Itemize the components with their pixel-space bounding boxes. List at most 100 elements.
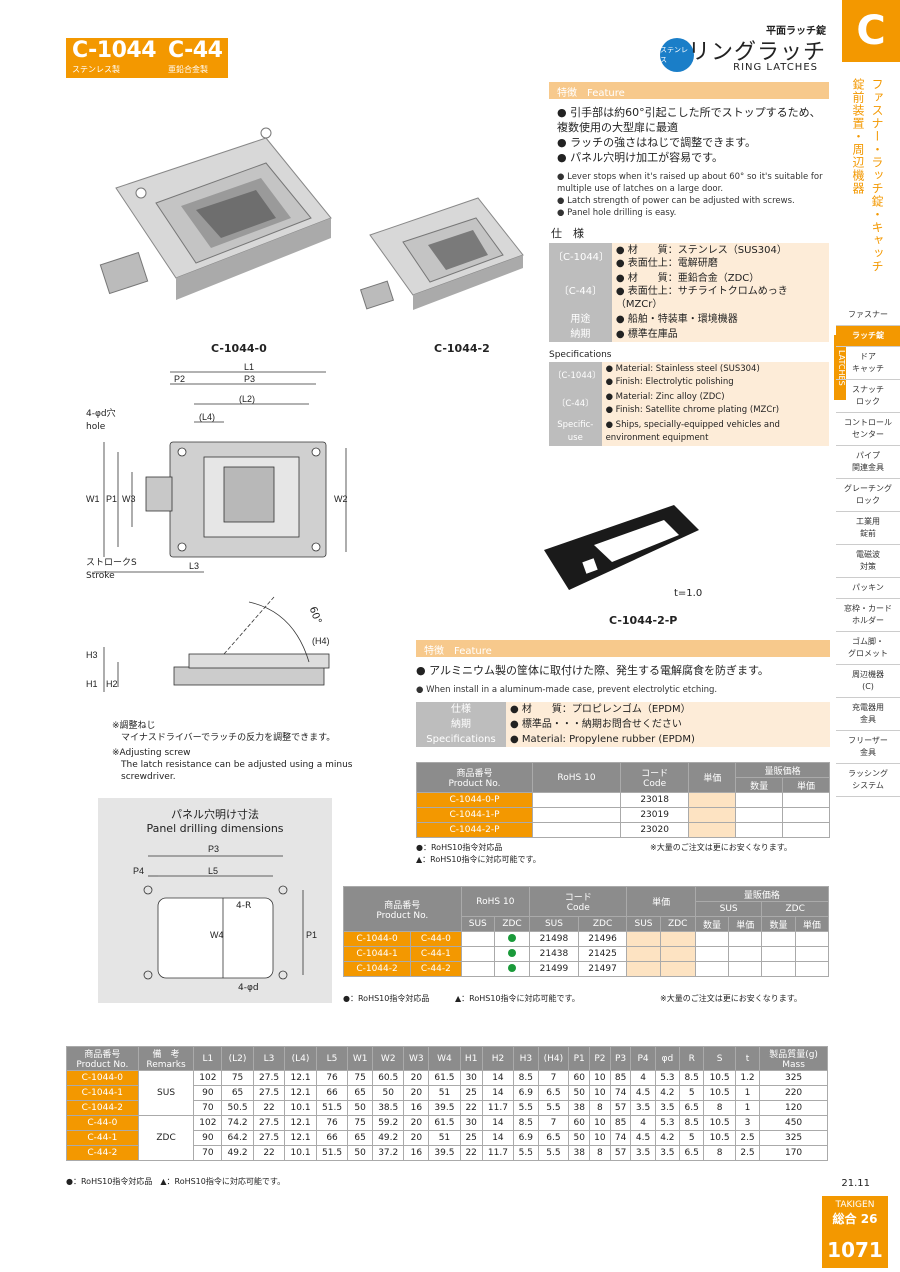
- dim-header: R: [679, 1046, 705, 1071]
- dim-cell: 4.5: [630, 1130, 656, 1146]
- sidebar-item[interactable]: コントロール センター: [836, 413, 900, 446]
- dim-cell: 10.1: [284, 1145, 317, 1161]
- dim-header: t: [734, 1046, 761, 1071]
- page-title-en: RING LATCHES: [733, 62, 818, 73]
- sidebar-item[interactable]: 充電器用 金具: [836, 698, 900, 731]
- dim-cell: 8.5: [679, 1070, 705, 1086]
- brand-box: TAKIGEN 総合 26: [822, 1196, 888, 1232]
- dim-cell: 25: [459, 1085, 483, 1101]
- sidebar-item[interactable]: 電磁波 対策: [836, 545, 900, 578]
- category-label: 平面ラッチ錠: [766, 26, 826, 37]
- hole-label: 4-φd穴 hole: [86, 409, 116, 432]
- sidebar-item[interactable]: グレーチング ロック: [836, 479, 900, 512]
- pad-feature-en: ● When install in a aluminum-made case, …: [416, 685, 718, 695]
- dim-cell: 5.5: [513, 1145, 539, 1161]
- product-no: C-44-1: [410, 946, 462, 962]
- dim-cell: 51.5: [315, 1100, 349, 1116]
- dim-cell: 10: [589, 1130, 611, 1146]
- sidebar-item[interactable]: 周辺機器 (C): [836, 665, 900, 698]
- dim-cell: 7: [537, 1115, 570, 1131]
- dim-cell: 75: [221, 1070, 254, 1086]
- svg-text:P3: P3: [244, 374, 255, 384]
- spec-value: ● Material: Stainless steel (SUS304) ● F…: [601, 362, 829, 390]
- dim-cell: 22: [459, 1100, 483, 1116]
- dim-header: 備 考 Remarks: [137, 1046, 195, 1071]
- dim-cell: 12.1: [284, 1130, 317, 1146]
- dim-cell: 10: [589, 1115, 611, 1131]
- sidebar-item[interactable]: パイプ 関連金具: [836, 446, 900, 479]
- dim-cell: 70: [193, 1145, 223, 1161]
- spec-value: ● 材 質：ステンレス（SUS304） ● 表面仕上：電解研磨: [611, 243, 829, 271]
- dim-cell: 20: [403, 1130, 430, 1146]
- product-no: C-44-1: [66, 1130, 139, 1146]
- sidebar-item[interactable]: ゴム脚・ グロメット: [836, 632, 900, 665]
- sidebar-item[interactable]: スナッチ ロック: [836, 380, 900, 413]
- dim-cell: 10: [589, 1085, 611, 1101]
- rohs-dot-icon: [508, 963, 517, 972]
- svg-text:P1: P1: [106, 494, 117, 504]
- dim-cell: 27.5: [252, 1070, 286, 1086]
- dim-cell: 10.1: [284, 1100, 317, 1116]
- latches-tab[interactable]: LATCHES: [834, 335, 846, 400]
- dim-cell: 60: [568, 1070, 591, 1086]
- sidebar-item[interactable]: 工業用 錠前: [836, 512, 900, 545]
- dim-cell: 8.5: [513, 1070, 539, 1086]
- dim-cell: 25: [459, 1130, 483, 1146]
- svg-text:W3: W3: [122, 494, 136, 504]
- feature-item: ● 引手部は約60°引起こした所でストップするため、複数使用の大型扉に最適: [557, 106, 821, 134]
- dim-header: W3: [403, 1046, 430, 1071]
- dim-header: P4: [630, 1046, 656, 1071]
- sidebar-item[interactable]: ドア キャッチ: [836, 347, 900, 380]
- sidebar-item[interactable]: ファスナー: [836, 305, 900, 326]
- svg-text:H3: H3: [86, 650, 98, 660]
- svg-text:P2: P2: [174, 374, 185, 384]
- sidebar-item[interactable]: 窓枠・カード ホルダー: [836, 599, 900, 632]
- rohs-mark: [493, 931, 531, 947]
- dim-cell: 4: [630, 1115, 656, 1131]
- dim-cell: 14: [481, 1085, 515, 1101]
- code: 23018: [619, 792, 690, 808]
- adjust-note-jp: ※調整ねじ マイナスドライバーでラッチの反力を調整できます。: [112, 721, 336, 743]
- spec-value: ● 材 質：亜鉛合金（ZDC） ● 表面仕上：サチライトクロムめっき（MZCr）: [611, 271, 829, 312]
- col-volume: 量販価格: [694, 886, 830, 902]
- dim-cell: 90: [193, 1085, 223, 1101]
- feature-item: ● ラッチの強さはねじで調整できます。: [557, 136, 756, 149]
- pad-spec-row: 納期● 標準品・・・納期お問合せください: [416, 717, 830, 732]
- dim-cell: 65: [347, 1130, 373, 1146]
- dim-header: L1: [193, 1046, 223, 1071]
- dim-header: P1: [568, 1046, 591, 1071]
- dim-header: φd: [654, 1046, 681, 1071]
- dim-cell: 60.5: [371, 1070, 405, 1086]
- spec-value: ● Material: Propylene rubber (EPDM): [506, 732, 830, 747]
- sidebar-item[interactable]: ラッチ錠: [836, 326, 900, 347]
- dim-cell: 3: [734, 1115, 761, 1131]
- dim-cell: 74: [609, 1085, 632, 1101]
- sidebar-item[interactable]: フリーザー 金具: [836, 731, 900, 764]
- dim-cell: 65: [221, 1085, 254, 1101]
- dim-cell: 102: [193, 1070, 223, 1086]
- pad-spec-row: Specifications● Material: Propylene rubb…: [416, 732, 830, 747]
- dim-cell: 61.5: [428, 1070, 461, 1086]
- dim-cell: 11.7: [481, 1145, 515, 1161]
- feature-list-jp: ● 引手部は約60°引起こした所でストップするため、複数使用の大型扉に最適 ● ラ…: [549, 105, 829, 165]
- spec-row: 用途● 船舶・特装車・環境機器: [549, 312, 829, 327]
- col-qty: 数量: [735, 777, 784, 793]
- dim-cell: 50: [371, 1085, 405, 1101]
- sidebar-item[interactable]: ラッシング システム: [836, 764, 900, 797]
- sidebar-item[interactable]: パッキン: [836, 578, 900, 599]
- pad-caption: C-1044-2-P: [609, 614, 678, 627]
- spec-value: ● 標準品・・・納期お問合せください: [506, 717, 830, 732]
- spec-value: ● Ships, specially-equipped vehicles and…: [601, 418, 829, 446]
- dim-cell: 8: [589, 1145, 611, 1161]
- dim-cell: 6.9: [513, 1085, 539, 1101]
- dim-cell: 6.5: [537, 1130, 570, 1146]
- dim-cell: 10: [589, 1070, 611, 1086]
- dim-cell: 8: [703, 1145, 736, 1161]
- feature-item: ● パネル穴明け加工が容易です。: [557, 151, 723, 164]
- svg-text:W2: W2: [334, 494, 348, 504]
- product-image-c1044-0: [99, 127, 332, 300]
- col-code: コード Code: [619, 762, 690, 793]
